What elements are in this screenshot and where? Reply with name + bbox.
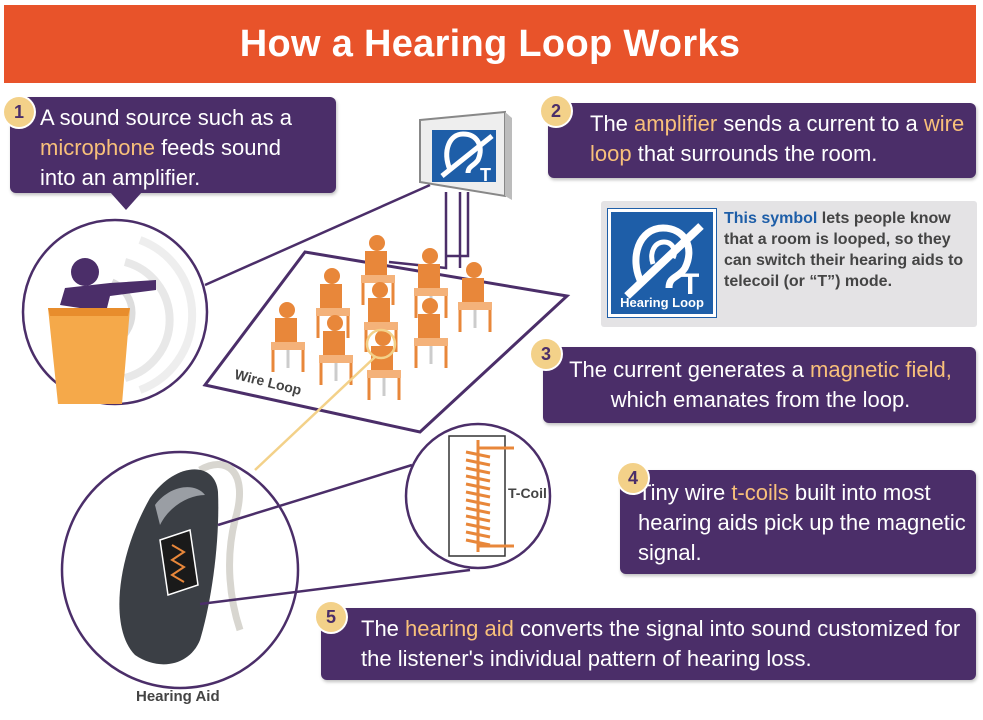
podium: [48, 308, 130, 404]
step-1-callout-pointer: [110, 192, 142, 210]
speaker-head: [71, 258, 99, 286]
step-text-segment: The: [590, 111, 635, 136]
speaker-circle: [21, 218, 209, 406]
step-text-segment: which emanates from the loop.: [610, 387, 911, 412]
step-3-text: The current generates a magnetic field, …: [555, 355, 966, 415]
step-3-callout: The current generates a magnetic field, …: [543, 347, 976, 423]
hearing-loop-ear-icon: T: [624, 223, 704, 301]
symbol-text-segment: lets people know that a room is looped, …: [724, 210, 964, 290]
chair-with-person: [316, 268, 350, 338]
coil-turn: [465, 482, 491, 491]
chair-with-person: [319, 315, 353, 385]
step-text-segment: The current generates a: [569, 357, 811, 382]
coil-turn: [465, 450, 491, 459]
zoom-line: [254, 356, 376, 471]
step-text-segment: A sound source such as a: [40, 105, 292, 130]
hearing-aid-label: Hearing Aid: [136, 688, 220, 705]
highlighted-term: magnetic field,: [810, 357, 952, 382]
loop-symbol-panel: T Hearing Loop This symbol lets people k…: [601, 201, 977, 327]
hearing-loop-caption: Hearing Loop: [620, 295, 704, 310]
coil-turn: [465, 514, 491, 523]
step-2-badge: 2: [541, 96, 571, 126]
hearing-loop-symbol: T Hearing Loop: [607, 208, 717, 318]
highlighted-term: microphone: [40, 135, 155, 160]
step-5-badge: 5: [316, 602, 346, 632]
chair-with-person: [271, 302, 305, 372]
page-title: How a Hearing Loop Works: [239, 22, 741, 65]
sign-wires: [388, 192, 470, 270]
coil-turn: [465, 498, 491, 507]
step-1-callout: A sound source such as a microphone feed…: [10, 97, 336, 193]
step-1-text: A sound source such as a microphone feed…: [40, 103, 322, 193]
step-5-callout: The hearing aid converts the signal into…: [321, 608, 976, 680]
amplifier-sign-ear-icon: [444, 131, 483, 174]
magnified-spot: [365, 328, 397, 360]
t-coil-windings: [465, 450, 491, 547]
step-2-text: The amplifier sends a current to a wire …: [590, 109, 966, 169]
symbol-term: This symbol: [724, 210, 818, 227]
podium-connector: [204, 183, 431, 287]
step-text-segment: Tiny wire: [638, 480, 732, 505]
coil-turn: [465, 474, 491, 483]
coil-turn: [465, 530, 491, 539]
audience-chairs: [271, 235, 492, 400]
loop-symbol-description: This symbol lets people know that a room…: [724, 208, 974, 292]
coil-turn: [465, 506, 491, 515]
step-text-segment: The: [361, 616, 406, 641]
highlighted-term: wire loop: [590, 111, 965, 166]
coil-turn: [465, 458, 491, 467]
hearing-loop-t-letter: T: [681, 268, 699, 301]
chair-with-person: [414, 298, 448, 368]
speaker-body: [60, 280, 156, 312]
coil-turn: [465, 538, 491, 547]
step-4-badge: 4: [618, 463, 648, 493]
coil-turn: [465, 522, 491, 531]
t-coil-label: T-Coil: [508, 485, 547, 501]
step-text-segment: feeds sound into an amplifier.: [40, 135, 281, 190]
step-5-text: The hearing aid converts the signal into…: [361, 614, 966, 674]
amplifier-sign-t-letter: T: [480, 165, 491, 185]
step-text-segment: that surrounds the room.: [631, 141, 878, 166]
step-3-badge: 3: [531, 339, 561, 369]
step-text-segment: built into most hearing aids pick up the…: [638, 480, 966, 565]
coil-connector-bottom: [199, 568, 471, 606]
highlighted-term: hearing aid: [405, 616, 514, 641]
highlighted-term: t-coils: [731, 480, 789, 505]
step-4-callout: Tiny wire t-coils built into most hearin…: [620, 470, 976, 574]
coil-turn: [465, 466, 491, 475]
hearing-aid-tcoil-window: [159, 529, 199, 596]
chair-with-person: [458, 262, 492, 332]
title-bar: How a Hearing Loop Works: [4, 5, 976, 83]
coil-turn: [465, 490, 491, 499]
step-2-callout: The amplifier sends a current to a wire …: [548, 103, 976, 178]
chair-with-person: [364, 282, 398, 352]
highlighted-term: amplifier: [634, 111, 718, 136]
hearing-aid-circle: [60, 450, 300, 690]
step-1-badge: 1: [4, 97, 34, 127]
amplifier-sign: T: [419, 110, 512, 200]
step-text-segment: sends a current to a: [717, 111, 924, 136]
step-text-segment: converts the signal into sound customize…: [361, 616, 961, 671]
step-4-text: Tiny wire t-coils built into most hearin…: [638, 478, 966, 568]
t-coil-circle: [404, 422, 552, 570]
coil-connector-top: [217, 463, 413, 527]
